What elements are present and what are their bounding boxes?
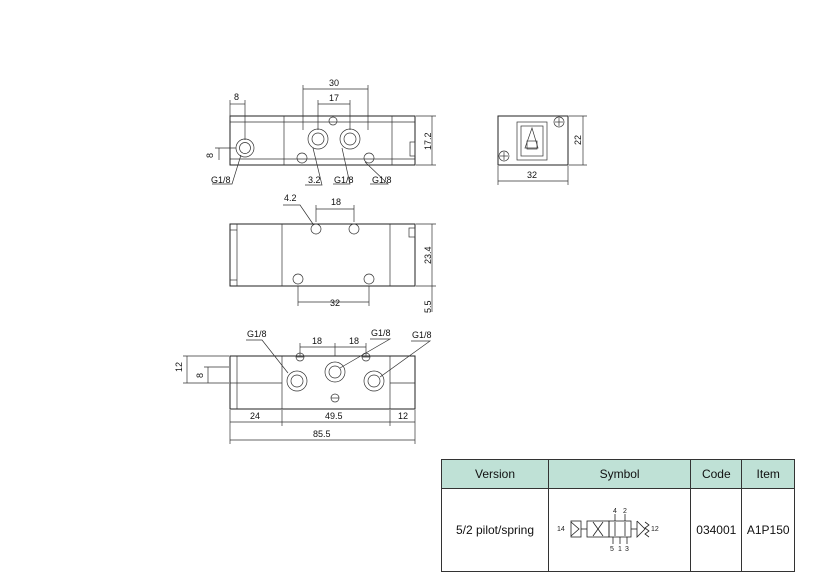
dim-17-2: 17.2 <box>423 132 433 150</box>
end-view: 22 32 <box>497 115 587 185</box>
symbol-port-5: 5 <box>610 546 614 553</box>
dim-32-end: 32 <box>527 170 537 180</box>
port-mid-label: G1/8 <box>334 175 354 185</box>
symbol-cell: 4 2 14 12 5 1 3 <box>548 488 692 572</box>
port-g3-label: G1/8 <box>412 330 432 340</box>
port-g1-label: G1/8 <box>247 329 267 339</box>
dim-12-left: 12 <box>174 362 184 372</box>
spec-table: Version Symbol Code Item 5/2 pilot/sprin… <box>440 459 795 572</box>
header-code: Code <box>690 459 743 489</box>
header-symbol: Symbol <box>548 459 692 489</box>
code-cell: 034001 <box>690 488 743 572</box>
symbol-port-3: 3 <box>625 546 629 553</box>
symbol-port-14: 14 <box>557 526 565 533</box>
table-row: 5/2 pilot/spring <box>440 488 795 572</box>
valve-symbol-icon: 4 2 14 12 5 1 3 <box>557 508 659 553</box>
dim-5-5: 5.5 <box>423 300 433 313</box>
dim-32-side: 32 <box>330 298 340 308</box>
version-cell: 5/2 pilot/spring <box>440 488 550 572</box>
symbol-port-12: 12 <box>651 526 659 533</box>
header-version: Version <box>440 459 550 489</box>
top-view: 8 30 17 8 17.2 G1/8 3.2 G1/8 G1/8 <box>205 78 436 186</box>
dim-85-5: 85.5 <box>313 429 331 439</box>
header-item: Item <box>741 459 795 489</box>
dim-18-front-a: 18 <box>312 336 322 346</box>
dim-18-side: 18 <box>331 197 341 207</box>
port-right-label: G1/8 <box>372 175 392 185</box>
dim-22: 22 <box>573 135 583 145</box>
side-view: 4.2 18 23.4 32 5.5 <box>229 193 436 313</box>
dim-30: 30 <box>329 78 339 88</box>
dim-8-top: 8 <box>234 92 239 102</box>
spec-table-header: Version Symbol Code Item <box>440 459 795 489</box>
symbol-port-2: 2 <box>623 508 627 515</box>
symbol-port-4: 4 <box>613 508 617 515</box>
port-left-label: G1/8 <box>211 175 231 185</box>
front-view: G1/8 G1/8 G1/8 18 18 12 8 24 49.5 12 85.… <box>174 328 432 444</box>
dim-49-5: 49.5 <box>325 411 343 421</box>
dim-24: 24 <box>250 411 260 421</box>
hole-3-2-label: 3.2 <box>308 175 321 185</box>
dim-23-4: 23.4 <box>423 246 433 264</box>
dim-8-front: 8 <box>195 373 205 378</box>
dim-4-2: 4.2 <box>284 193 297 203</box>
dim-12-right: 12 <box>398 411 408 421</box>
symbol-port-1: 1 <box>618 546 622 553</box>
dim-17: 17 <box>329 93 339 103</box>
dim-18-front-b: 18 <box>349 336 359 346</box>
dim-8-left: 8 <box>205 153 215 158</box>
item-cell: A1P150 <box>741 488 795 572</box>
port-g2-label: G1/8 <box>371 328 391 338</box>
